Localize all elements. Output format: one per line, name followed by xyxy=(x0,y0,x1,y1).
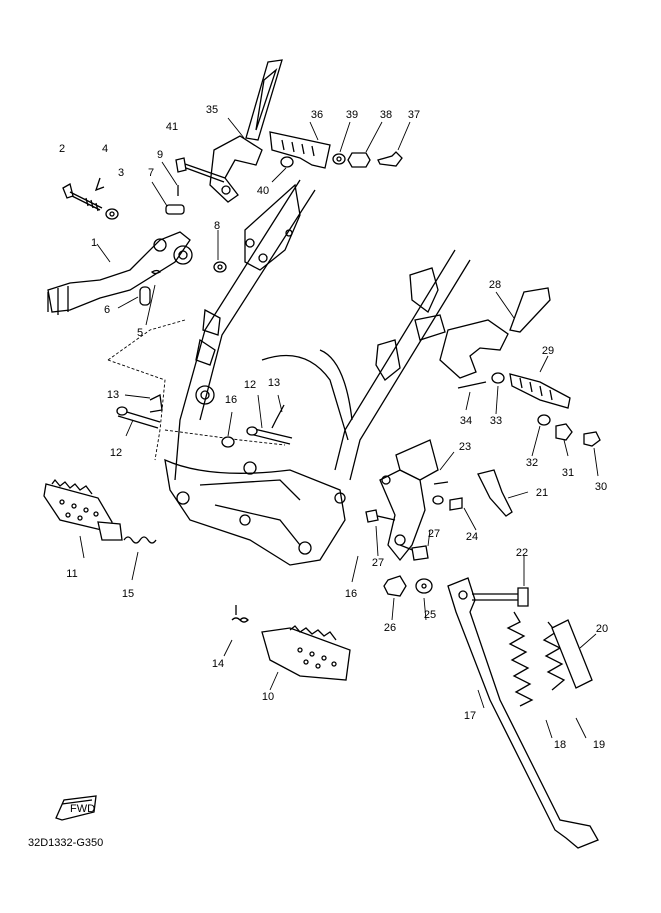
callout-number: 33 xyxy=(490,415,502,427)
passenger-step-drawing xyxy=(439,287,601,477)
frame-drawing xyxy=(107,179,471,566)
callout-number: 11 xyxy=(66,568,77,580)
callout-number: 18 xyxy=(554,739,566,751)
pins-left-drawing xyxy=(124,394,163,437)
callout-number: 26 xyxy=(384,622,396,634)
callout-number: 36 xyxy=(311,109,323,121)
callout-number: 6 xyxy=(104,304,110,316)
callout-number: 20 xyxy=(596,623,608,635)
callout-number: 35 xyxy=(206,104,218,116)
callout-number: 27 xyxy=(372,557,384,569)
callout-number: 7 xyxy=(148,167,154,179)
callout-number: 23 xyxy=(459,441,471,453)
callout-number: 21 xyxy=(536,487,548,499)
callout-number: 9 xyxy=(157,149,163,161)
callout-number: 17 xyxy=(464,710,476,722)
callout-number: 19 xyxy=(593,739,605,751)
callout-number: 8 xyxy=(214,220,220,232)
callout-number: 12 xyxy=(110,447,122,459)
callout-number: 14 xyxy=(212,658,224,670)
callout-number: 39 xyxy=(346,109,358,121)
pins-right-drawing xyxy=(221,394,293,448)
brake-pedal-drawing xyxy=(47,161,227,326)
callout-number: 16 xyxy=(345,588,357,600)
fwd-arrow-icon: FWD xyxy=(55,795,97,821)
callout-number: 27 xyxy=(428,528,440,540)
callout-number: 38 xyxy=(380,109,392,121)
left-footrest-drawing xyxy=(43,406,161,581)
callout-number: 5 xyxy=(137,327,143,339)
callout-number: 32 xyxy=(526,457,538,469)
callout-number: 16 xyxy=(225,394,237,406)
callout-number: 30 xyxy=(595,481,607,493)
callout-number: 13 xyxy=(268,377,280,389)
sidestand-drawing xyxy=(351,439,599,849)
callout-number: 37 xyxy=(408,109,420,121)
callout-number: 4 xyxy=(102,143,108,155)
callout-number: 15 xyxy=(122,588,134,600)
callout-number: 25 xyxy=(424,609,436,621)
callout-number: 40 xyxy=(257,185,269,197)
callout-number: 31 xyxy=(562,467,574,479)
callout-number: 10 xyxy=(262,691,274,703)
callout-number: 12 xyxy=(244,379,256,391)
callout-number: 34 xyxy=(460,415,472,427)
drawing-code: 32D1332-G350 xyxy=(28,837,103,849)
shift-pedal-drawing xyxy=(175,59,411,203)
callout-number: 24 xyxy=(466,531,478,543)
right-footrest-drawing xyxy=(223,605,351,691)
callout-number: 41 xyxy=(166,121,178,133)
callout-number: 22 xyxy=(516,547,528,559)
callout-number: 13 xyxy=(107,389,119,401)
callout-number: 2 xyxy=(59,143,65,155)
fwd-badge-label: FWD xyxy=(70,803,95,815)
callout-number: 1 xyxy=(91,237,97,249)
callout-number: 29 xyxy=(542,345,554,357)
callout-number: 28 xyxy=(489,279,501,291)
callout-number: 3 xyxy=(118,167,124,179)
